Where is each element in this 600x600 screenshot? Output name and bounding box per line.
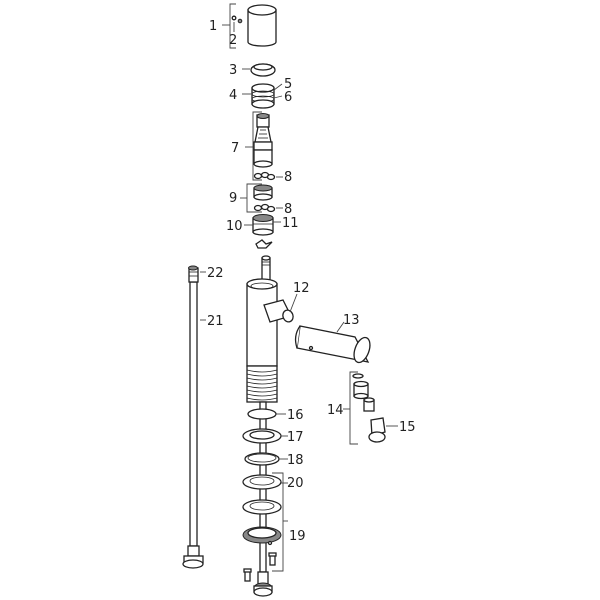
callout-3: 3 bbox=[229, 63, 237, 78]
callout-8-lower: 8 bbox=[284, 202, 292, 217]
part-aerator-housing bbox=[368, 417, 386, 443]
callout-6: 6 bbox=[284, 90, 292, 105]
callout-13: 13 bbox=[343, 313, 360, 328]
part-cartridge bbox=[253, 113, 273, 168]
callout-19: 19 bbox=[289, 529, 306, 544]
callout-9: 9 bbox=[229, 191, 237, 206]
part-fixing-plate bbox=[242, 526, 282, 546]
callout-18: 18 bbox=[287, 453, 304, 468]
callout-15: 15 bbox=[399, 420, 416, 435]
part-o-ring-16 bbox=[247, 408, 277, 420]
callout-17: 17 bbox=[287, 430, 304, 445]
part-grub-screw bbox=[231, 15, 243, 24]
part-threaded-ring bbox=[251, 83, 275, 109]
callout-8-upper: 8 bbox=[284, 170, 292, 185]
callout-7: 7 bbox=[231, 141, 239, 156]
callout-16: 16 bbox=[287, 408, 304, 423]
part-cover-ring bbox=[250, 63, 276, 77]
part-ring-18 bbox=[244, 452, 280, 466]
part-aerator-set bbox=[352, 373, 375, 412]
callout-21: 21 bbox=[207, 314, 224, 329]
part-fixing-screws bbox=[243, 552, 277, 582]
callout-11: 11 bbox=[282, 216, 299, 231]
part-o-rings-upper bbox=[253, 171, 276, 181]
part-valve-body-insert bbox=[252, 214, 274, 236]
callout-14: 14 bbox=[327, 403, 344, 418]
part-clip bbox=[255, 239, 273, 249]
part-supply-hose bbox=[182, 265, 204, 569]
callout-12: 12 bbox=[293, 281, 310, 296]
callout-4: 4 bbox=[229, 88, 237, 103]
part-gasket-20 bbox=[242, 474, 282, 515]
part-handle-cylinder bbox=[247, 4, 277, 47]
part-o-rings-lower bbox=[253, 203, 276, 213]
callout-22: 22 bbox=[207, 266, 224, 281]
part-rod-nut bbox=[253, 571, 273, 597]
part-mixer-body bbox=[246, 255, 294, 403]
callout-5: 5 bbox=[284, 77, 292, 92]
part-spout bbox=[294, 325, 371, 364]
callout-10: 10 bbox=[226, 219, 243, 234]
part-washer-17 bbox=[242, 428, 282, 444]
callout-20: 20 bbox=[287, 476, 304, 491]
callout-2: 2 bbox=[229, 33, 237, 48]
part-diverter-insert bbox=[253, 184, 273, 201]
callout-1: 1 bbox=[209, 19, 217, 34]
